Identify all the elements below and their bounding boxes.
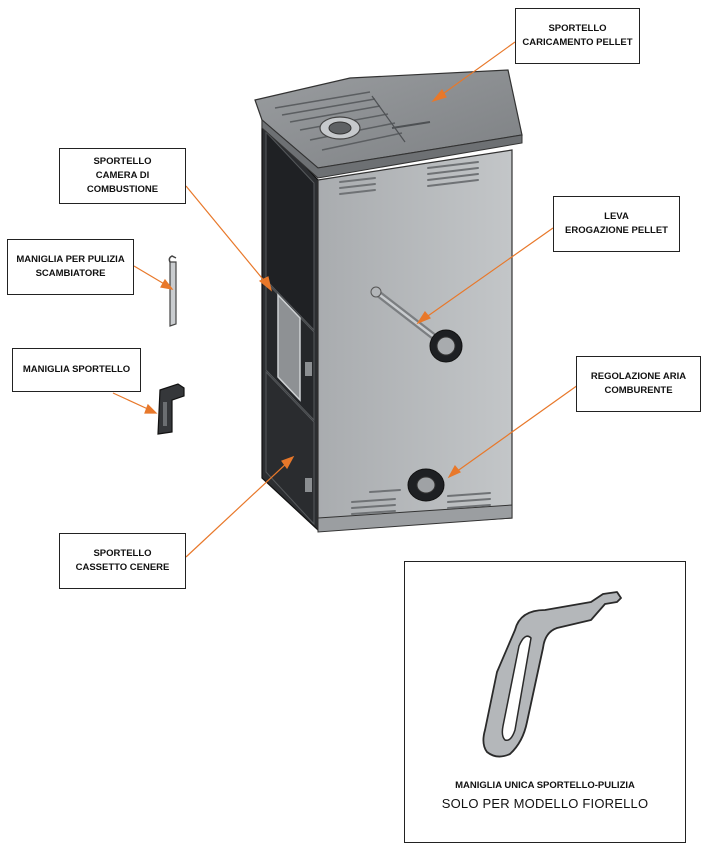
label-sportello-caricamento-pellet: SPORTELLO CARICAMENTO PELLET [515, 8, 640, 64]
label-line: COMBURENTE [604, 385, 673, 396]
inset-title: MANIGLIA UNICA SPORTELLO-PULIZIA [455, 780, 635, 791]
label-regolazione-aria-comburente: REGOLAZIONE ARIA COMBURENTE [576, 356, 701, 412]
label-leva-erogazione-pellet: LEVA EROGAZIONE PELLET [553, 196, 680, 252]
label-line: SPORTELLO [548, 23, 607, 34]
label-line: SCAMBIATORE [35, 268, 106, 279]
combined-handle-icon [482, 591, 622, 758]
label-maniglia-pulizia-scambiatore: MANIGLIA PER PULIZIA SCAMBIATORE [7, 239, 134, 295]
label-line: SPORTELLO [93, 548, 152, 559]
door-handle-icon [157, 383, 185, 435]
label-line: MANIGLIA PER PULIZIA [16, 254, 125, 265]
inset-subtitle: SOLO PER MODELLO FIORELLO [441, 796, 649, 811]
label-line: CAMERA DI [95, 170, 150, 181]
cleaning-handle-icon [168, 255, 177, 327]
label-line: CARICAMENTO PELLET [522, 37, 633, 48]
label-sportello-camera-combustione: SPORTELLO CAMERA DI COMBUSTIONE [59, 148, 186, 204]
label-line: EROGAZIONE PELLET [565, 225, 668, 236]
inset-combined-handle: MANIGLIA UNICA SPORTELLO-PULIZIA SOLO PE… [404, 561, 686, 843]
label-line: CASSETTO CENERE [75, 562, 170, 573]
label-line: LEVA [604, 211, 629, 222]
label-sportello-cassetto-cenere: SPORTELLO CASSETTO CENERE [59, 533, 186, 589]
label-line: REGOLAZIONE ARIA [590, 371, 687, 382]
label-line: SPORTELLO [93, 156, 152, 167]
label-line: COMBUSTIONE [86, 184, 159, 195]
label-line: MANIGLIA SPORTELLO [22, 364, 131, 375]
label-maniglia-sportello: MANIGLIA SPORTELLO [12, 348, 141, 392]
